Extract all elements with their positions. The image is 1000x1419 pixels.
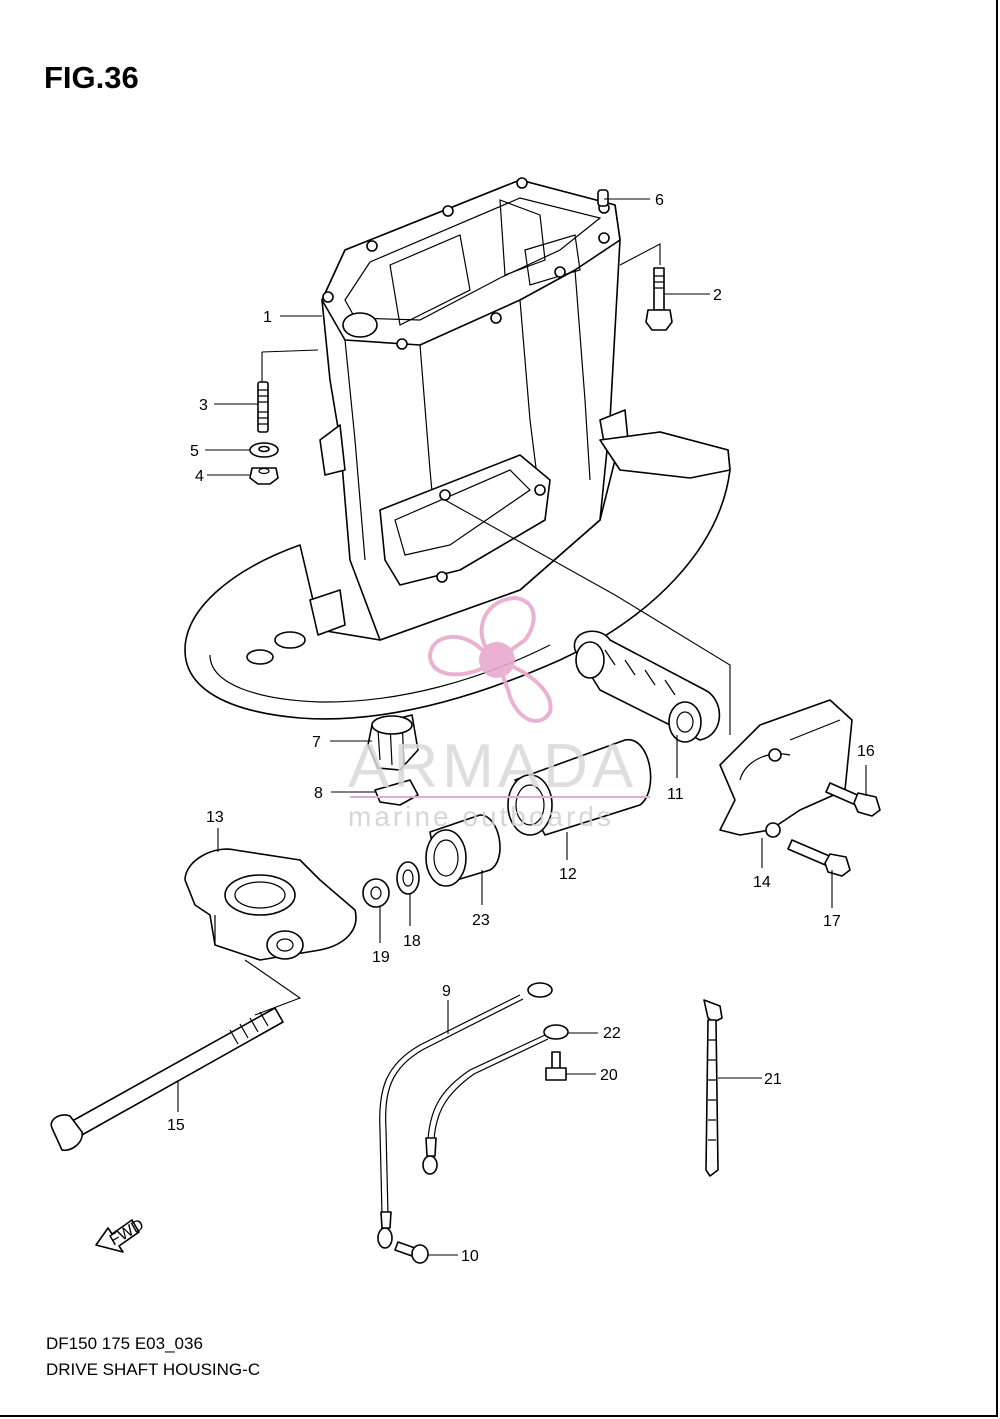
cable-tie-part bbox=[703, 999, 723, 1177]
callout-10: 10 bbox=[461, 1248, 479, 1265]
callout-20: 20 bbox=[600, 1067, 618, 1084]
grommet-cap-part-7 bbox=[367, 714, 419, 771]
long-bolt-part bbox=[50, 959, 302, 1152]
callout-8: 8 bbox=[314, 785, 323, 802]
washer-part-19 bbox=[362, 878, 390, 908]
watermark-tagline: marine outboards bbox=[348, 801, 614, 832]
callout-17: 17 bbox=[823, 913, 841, 930]
seal-part-23 bbox=[425, 814, 501, 887]
screw-part-20 bbox=[545, 1051, 567, 1081]
callout-22: 22 bbox=[603, 1025, 621, 1042]
clip-part-8 bbox=[374, 779, 419, 806]
callout-14: 14 bbox=[753, 874, 771, 891]
armada-watermark: ARMADA marine outboards bbox=[348, 595, 650, 832]
fwd-label: FWD bbox=[107, 1216, 147, 1249]
propeller-logo-icon bbox=[427, 595, 553, 723]
callout-numbers: 1 2 3 4 5 6 7 8 9 10 11 12 13 14 15 16 1… bbox=[167, 192, 875, 1265]
callout-5: 5 bbox=[190, 443, 199, 460]
callout-7: 7 bbox=[312, 734, 321, 751]
bushing-part-12 bbox=[507, 739, 652, 836]
drive-shaft-housing-part bbox=[184, 177, 731, 720]
model-code: DF150 175 E03_036 bbox=[46, 1334, 203, 1353]
leader-lines bbox=[177, 198, 867, 1256]
callout-15: 15 bbox=[167, 1117, 185, 1134]
callout-19: 19 bbox=[372, 949, 390, 966]
rubber-mount-part bbox=[573, 630, 721, 743]
bolt-part-2 bbox=[645, 267, 673, 331]
bolt-part-16 bbox=[825, 782, 881, 817]
figure-title: FIG.36 bbox=[44, 60, 139, 95]
ground-cable-part-9 bbox=[377, 982, 553, 1249]
callout-16: 16 bbox=[857, 743, 875, 760]
clamp-bracket-part bbox=[184, 848, 357, 961]
callout-11: 11 bbox=[667, 786, 684, 803]
bolt-part-17 bbox=[787, 839, 851, 877]
callout-1: 1 bbox=[263, 309, 272, 326]
screw-part-10 bbox=[394, 1241, 429, 1264]
stud-bolt-part bbox=[257, 381, 269, 433]
callout-2: 2 bbox=[713, 287, 722, 304]
callout-4: 4 bbox=[195, 468, 204, 485]
forward-direction-arrow-icon: FWD bbox=[95, 1216, 147, 1253]
callout-23: 23 bbox=[472, 912, 490, 929]
washer-part-18 bbox=[396, 861, 420, 895]
assembly-name: DRIVE SHAFT HOUSING-C bbox=[46, 1360, 261, 1379]
callout-12: 12 bbox=[559, 866, 577, 883]
washer-part-5 bbox=[249, 442, 279, 458]
callout-3: 3 bbox=[199, 397, 208, 414]
dowel-pin-part bbox=[597, 189, 609, 207]
nut-part-4 bbox=[249, 467, 279, 485]
callout-6: 6 bbox=[655, 192, 664, 209]
callout-18: 18 bbox=[403, 933, 421, 950]
callout-21: 21 bbox=[764, 1071, 782, 1088]
watermark-brand: ARMADA bbox=[348, 732, 637, 801]
mount-bracket-part bbox=[719, 699, 853, 838]
callout-13: 13 bbox=[206, 809, 224, 826]
callout-9: 9 bbox=[442, 983, 451, 1000]
ground-cable-part-22 bbox=[422, 1024, 569, 1175]
